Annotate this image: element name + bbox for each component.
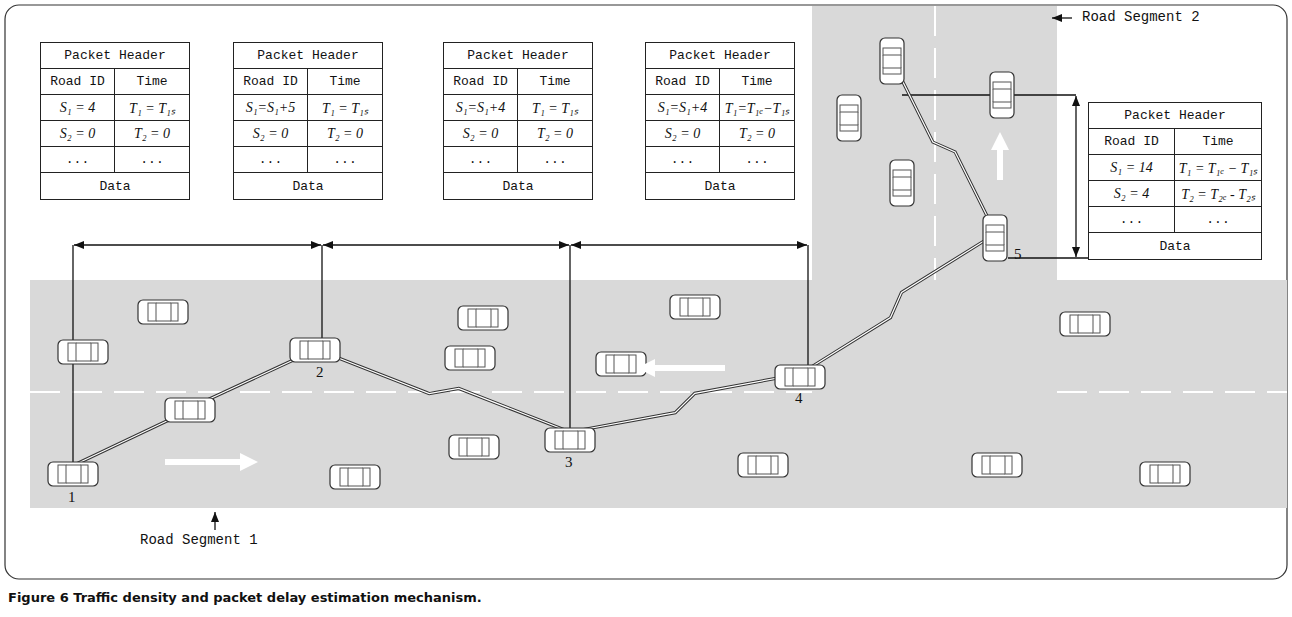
table-data: Data <box>1089 233 1261 259</box>
wireless-link <box>570 374 800 432</box>
road-segment-1 <box>30 280 1287 508</box>
frame <box>5 5 1287 579</box>
callout-number: 4 <box>795 390 803 407</box>
table-header: Packet Header <box>234 43 382 69</box>
car <box>1060 312 1110 336</box>
road-segment-2 <box>812 6 1057 508</box>
wireless-link-core <box>318 350 570 432</box>
car <box>545 428 595 452</box>
table-header: Packet Header <box>444 43 592 69</box>
table-cell: ... <box>518 147 592 173</box>
car <box>290 338 340 362</box>
table-cell: Time <box>518 69 592 95</box>
car <box>458 306 508 330</box>
table-cell: S₂ = 0 <box>41 121 115 147</box>
table-cell: ... <box>720 147 794 173</box>
figure-caption: Figure 6 Traffic density and packet dela… <box>8 590 482 605</box>
lane-line <box>1057 391 1287 393</box>
wireless-link-core <box>800 236 992 374</box>
car <box>983 215 1007 261</box>
callout-number: 3 <box>565 454 573 471</box>
car <box>165 398 215 422</box>
table-cell: ... <box>41 147 115 173</box>
table-cell: Time <box>1175 129 1261 155</box>
wireless-link <box>318 350 570 432</box>
table-cell: ... <box>444 147 518 173</box>
packet-header-table: Packet HeaderRoad IDTimeS₁ = 4T₁ = T₁ₛS₂… <box>40 42 190 200</box>
table-cell: S₁=S₁+4 <box>444 95 518 121</box>
table-cell: T₁ = T₁ₛ <box>308 95 382 121</box>
road-segment-label: Road Segment 1 <box>140 532 258 548</box>
table-data: Data <box>646 173 794 199</box>
table-cell: Road ID <box>646 69 720 95</box>
table-cell: Time <box>720 69 794 95</box>
packet-header-table: Packet HeaderRoad IDTimeS₁=S₁+4T₁=T₁ₑ−T₁… <box>645 42 795 200</box>
table-cell: ... <box>234 147 308 173</box>
table-header: Packet Header <box>41 43 189 69</box>
table-data: Data <box>41 173 189 199</box>
car <box>138 300 188 324</box>
car <box>1140 462 1190 486</box>
packet-header-table: Packet HeaderRoad IDTimeS₁ = 14T₁ = T₁ₑ … <box>1088 102 1262 260</box>
callout-number: 2 <box>316 364 324 381</box>
table-data: Data <box>444 173 592 199</box>
table-cell: T₁ = T₁ₛ <box>115 95 189 121</box>
table-cell: S₁=S₁+4 <box>646 95 720 121</box>
table-header: Packet Header <box>646 43 794 69</box>
car <box>837 95 861 141</box>
wireless-link <box>800 236 992 374</box>
table-cell: T₂ = 0 <box>308 121 382 147</box>
table-cell: T₂ = 0 <box>518 121 592 147</box>
table-cell: ... <box>1175 207 1261 233</box>
car <box>48 462 98 486</box>
dimension-lines <box>73 18 1088 530</box>
car <box>596 352 646 376</box>
table-cell: T₂ = 0 <box>115 121 189 147</box>
table-cell: S₁=S₁+5 <box>234 95 308 121</box>
car <box>972 453 1022 477</box>
table-cell: ... <box>308 147 382 173</box>
callout-number: 1 <box>68 489 76 506</box>
table-cell: ... <box>646 147 720 173</box>
table-cell: S₂ = 0 <box>444 121 518 147</box>
table-cell: S₁ = 14 <box>1089 155 1175 181</box>
packet-header-table: Packet HeaderRoad IDTimeS₁=S₁+4T₁ = T₁ₛS… <box>443 42 593 200</box>
table-cell: T₁ = T₁ₑ − T₁ₛ <box>1175 155 1261 181</box>
table-cell: S₁ = 4 <box>41 95 115 121</box>
table-cell: ... <box>115 147 189 173</box>
car <box>880 38 904 84</box>
table-cell: Road ID <box>41 69 115 95</box>
car <box>58 340 108 364</box>
table-data: Data <box>234 173 382 199</box>
car <box>670 295 720 319</box>
table-cell: Time <box>308 69 382 95</box>
table-cell: T₂ = T₂ₑ - T₂ₛ <box>1175 181 1261 207</box>
table-cell: S₂ = 0 <box>646 121 720 147</box>
road-segment-label: Road Segment 2 <box>1082 9 1200 25</box>
car <box>775 365 825 389</box>
table-cell: S₂ = 0 <box>234 121 308 147</box>
table-cell: T₂ = 0 <box>720 121 794 147</box>
wireless-link-core <box>570 374 800 432</box>
callout-number: 5 <box>1014 246 1022 263</box>
table-cell: ... <box>1089 207 1175 233</box>
car <box>445 346 495 370</box>
table-cell: T₁=T₁ₑ−T₁ₛ <box>720 95 794 121</box>
car <box>738 453 788 477</box>
car <box>890 160 914 206</box>
car <box>449 435 499 459</box>
table-cell: Time <box>115 69 189 95</box>
table-cell: S₂ = 4 <box>1089 181 1175 207</box>
table-cell: Road ID <box>1089 129 1175 155</box>
vehicles <box>48 38 1190 489</box>
table-header: Packet Header <box>1089 103 1261 129</box>
table-cell: T₁ = T₁ₛ <box>518 95 592 121</box>
packet-header-table: Packet HeaderRoad IDTimeS₁=S₁+5T₁ = T₁ₛS… <box>233 42 383 200</box>
car <box>330 465 380 489</box>
car <box>990 72 1014 118</box>
table-cell: Road ID <box>444 69 518 95</box>
table-cell: Road ID <box>234 69 308 95</box>
